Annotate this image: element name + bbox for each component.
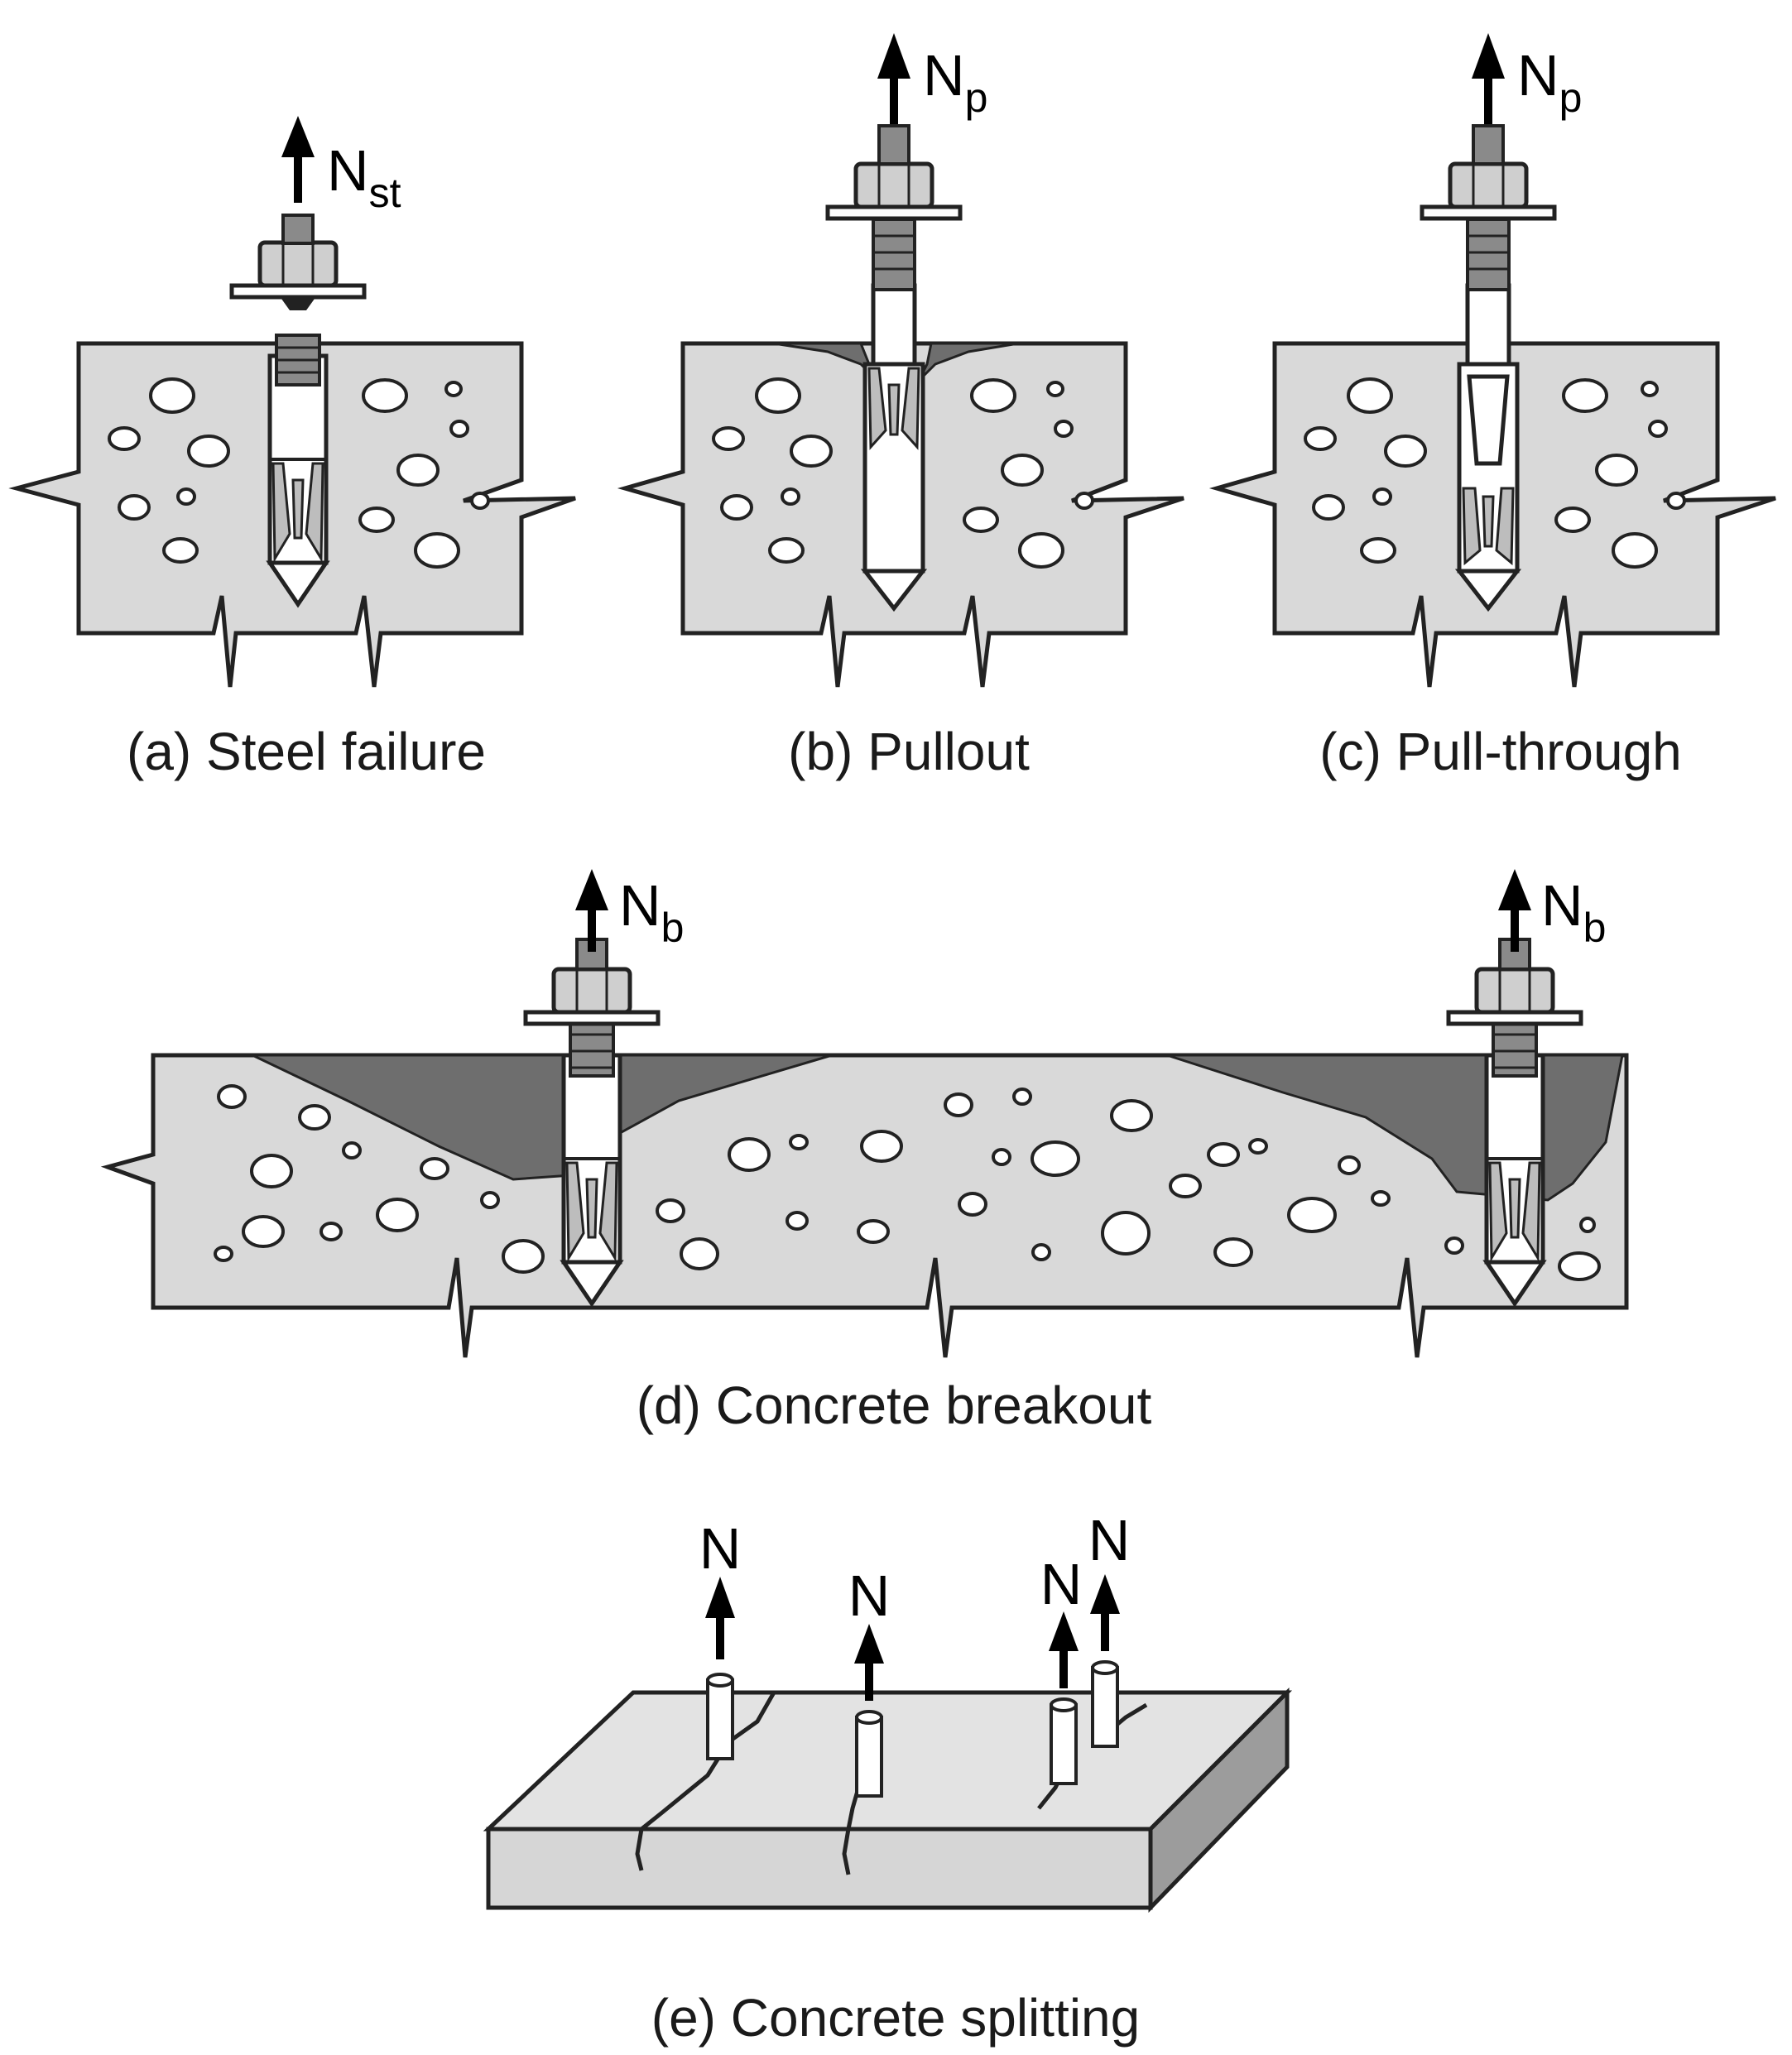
anchor-c xyxy=(1422,124,1554,612)
split-crack-1 xyxy=(635,1691,776,1871)
caption-b: (b) Pullout xyxy=(788,722,1030,781)
separated-nut-a xyxy=(232,214,364,310)
force-arrow-e-4 xyxy=(1090,1574,1120,1651)
force-arrow-a xyxy=(281,116,315,203)
panel-pullout: Np (b) Pullout xyxy=(617,33,1184,781)
panel-concrete-breakout: Nb Nb (d) Concrete breakout xyxy=(100,869,1629,1435)
force-label-b: Np xyxy=(923,43,987,121)
aggregate-voids-d xyxy=(214,1084,1601,1281)
force-label-e-4: N xyxy=(1088,1508,1131,1572)
anchor-a xyxy=(270,334,326,604)
slab-top-face xyxy=(483,1690,1293,1832)
force-label-e-2: N xyxy=(848,1563,891,1628)
force-arrow-e-1 xyxy=(705,1577,735,1659)
aggregate-voids-c xyxy=(1304,377,1686,569)
anchor-e-4 xyxy=(1091,1660,1119,1748)
anchor-e-1 xyxy=(706,1673,734,1760)
slab-side-face xyxy=(1148,1687,1290,1913)
force-arrow-e-2 xyxy=(854,1624,884,1701)
anchor-b xyxy=(828,124,960,612)
force-arrow-c xyxy=(1472,33,1505,124)
caption-e: (e) Concrete splitting xyxy=(651,1988,1140,2048)
force-arrow-e-3 xyxy=(1049,1611,1079,1688)
anchor-d-right xyxy=(1448,938,1581,1304)
force-arrow-d-right xyxy=(1498,869,1531,952)
anchor-e-2 xyxy=(855,1710,883,1798)
caption-a: (a) Steel failure xyxy=(127,722,486,781)
aggregate-voids-b xyxy=(712,377,1094,569)
force-arrow-d-left xyxy=(575,869,608,952)
force-label-e-3: N xyxy=(1040,1552,1083,1616)
force-label-d-right: Nb xyxy=(1541,873,1606,951)
force-arrow-b xyxy=(877,33,910,124)
force-label-d-left: Nb xyxy=(619,873,684,951)
anchor-e-3 xyxy=(1050,1697,1078,1785)
aggregate-voids-a xyxy=(108,377,490,569)
panel-concrete-splitting: N N N N (e) Concrete splitting xyxy=(483,1508,1293,2048)
force-label-e-1: N xyxy=(699,1516,742,1581)
panel-pull-through: Np (c) Pull-through xyxy=(1208,33,1776,781)
force-label-c: Np xyxy=(1517,43,1582,121)
force-label-a: Nst xyxy=(327,138,401,216)
caption-c: (c) Pull-through xyxy=(1319,722,1682,781)
panel-steel-failure: Nst (a) Steel failure xyxy=(8,116,576,781)
slab-front-face xyxy=(486,1827,1153,1910)
caption-d: (d) Concrete breakout xyxy=(637,1376,1152,1435)
anchor-d-left xyxy=(526,938,658,1304)
